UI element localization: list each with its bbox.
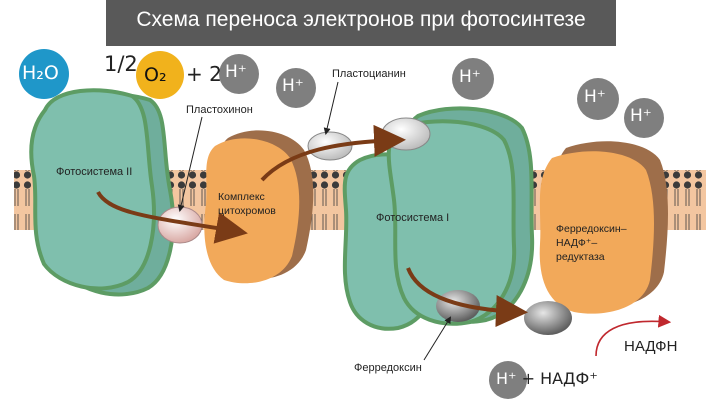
cytochrome-label-line1: Комплекс (218, 191, 265, 203)
nadp-reaction-label: H⁺ + НАДФ⁺ (496, 369, 598, 388)
nadph-label: НАДФН (624, 338, 678, 355)
proton-circle-6 (489, 361, 527, 399)
plastocyanin-pointer (323, 81, 339, 135)
water-label: H₂O (22, 62, 59, 84)
plastocyanin-docked-molecule (381, 117, 431, 151)
title-banner (106, 0, 616, 46)
ferredoxin-docked-molecule (524, 301, 572, 335)
nadp-reaction-text: H⁺ + НАДФ⁺ (496, 369, 598, 388)
proton-label-3: H⁺ (459, 67, 481, 87)
proton-circle-3 (452, 58, 494, 100)
ferredoxin-molecule (436, 290, 480, 322)
photosystem-ii-protein (29, 88, 176, 297)
proton-label-2: H⁺ (282, 76, 304, 96)
proton-circle-2 (276, 68, 316, 108)
half-coefficient: 1/2 (104, 52, 138, 76)
ferredoxin-label: Ферредоксин (354, 362, 422, 374)
plastoquinone-pointer (177, 116, 203, 212)
proton-circle-1 (219, 54, 259, 94)
proton-label-1: H⁺ (225, 62, 247, 82)
proton-label-5: H⁺ (630, 106, 652, 126)
electron-arrow-cytochrome-to-ps1 (260, 124, 406, 182)
proton-circle-5 (624, 98, 664, 138)
photosystem-ii-label: Фотосистема II (56, 166, 133, 178)
electron-arrow-ps2-to-cytochrome (96, 190, 248, 244)
proton-circle-4 (577, 78, 619, 120)
reductase-label-line1: Ферредоксин– (556, 223, 627, 235)
proton-label-4: H⁺ (584, 87, 606, 107)
ferredoxin-pointer (423, 316, 452, 361)
two-coefficient: + 2 (186, 62, 222, 86)
cytochrome-complex-label: Комплекс цитохромов (218, 190, 276, 218)
cytochrome-label-line2: цитохромов (218, 205, 276, 217)
plastocyanin-label: Пластоцианин (332, 68, 406, 80)
photosystem-i-label: Фотосистема I (376, 212, 450, 224)
page-title: Схема переноса электронов при фотосинтез… (136, 8, 586, 31)
oxygen-label: O₂ (144, 64, 167, 86)
reductase-protein (539, 141, 668, 314)
water-circle (19, 49, 69, 99)
reductase-label-line2: НАДФ⁺– (556, 237, 598, 249)
plastoquinone-label: Пластохинон (186, 104, 253, 116)
reductase-label-line3: редуктаза (556, 251, 605, 263)
reductase-label: Ферредоксин– НАДФ⁺– редуктаза (556, 222, 627, 264)
photosystem-i-protein (342, 106, 535, 331)
nadph-formation-arrow (595, 314, 672, 357)
nadp-reaction-proton: H⁺ (496, 369, 517, 388)
electron-arrow-ps1-to-ferredoxin (406, 267, 528, 328)
nadp-reaction-rest: + НАДФ⁺ (516, 369, 598, 388)
oxygen-circle (136, 51, 184, 99)
